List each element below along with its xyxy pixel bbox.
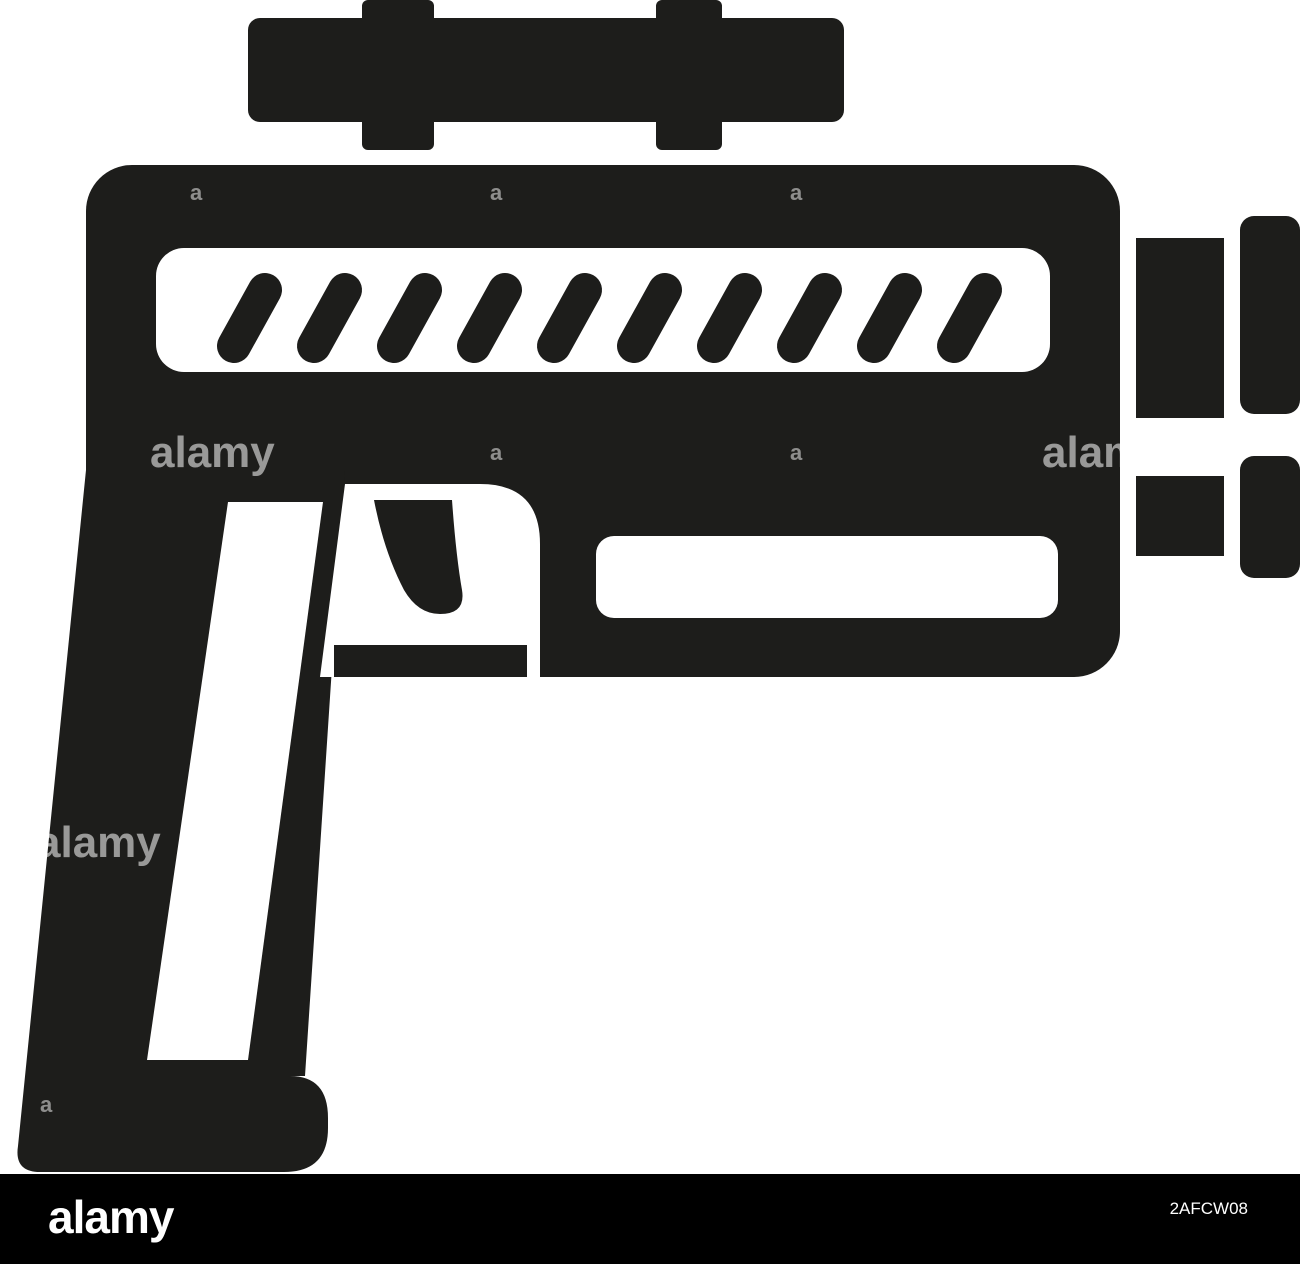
footer-bar bbox=[0, 1174, 1300, 1264]
muzzle-cap-upper bbox=[1240, 216, 1300, 414]
muzzle-cap-lower bbox=[1240, 456, 1300, 578]
vent-slash bbox=[697, 273, 762, 363]
vent-slashes bbox=[217, 273, 1002, 363]
vent-slash bbox=[217, 273, 282, 363]
side-slot bbox=[596, 536, 1058, 618]
blaster-gun-icon bbox=[17, 0, 1300, 1172]
brand-logo: alamy bbox=[48, 1191, 174, 1243]
grip-panel bbox=[147, 502, 323, 1060]
vent-slash bbox=[457, 273, 522, 363]
vent-slash bbox=[377, 273, 442, 363]
scope-mount-right bbox=[656, 0, 722, 150]
vent-slash bbox=[937, 273, 1002, 363]
trigger bbox=[374, 500, 463, 614]
muzzle-block-upper bbox=[1136, 238, 1224, 418]
vent-slash bbox=[537, 273, 602, 363]
image-id: 2AFCW08 bbox=[1169, 1199, 1248, 1218]
scope-tube bbox=[248, 18, 844, 122]
vent-slash bbox=[617, 273, 682, 363]
vent-slash bbox=[777, 273, 842, 363]
vent-slash bbox=[857, 273, 922, 363]
scope-mount-left bbox=[362, 0, 434, 150]
vent-window bbox=[156, 248, 1050, 372]
vent-slash bbox=[297, 273, 362, 363]
muzzle-block-lower bbox=[1136, 476, 1224, 556]
